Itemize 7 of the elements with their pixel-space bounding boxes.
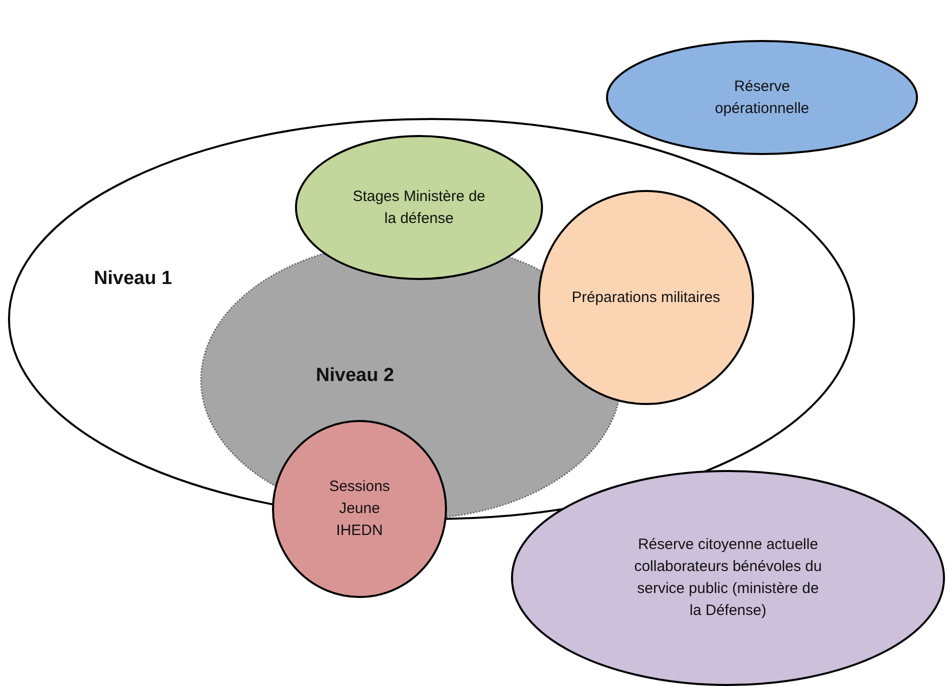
level-label: Niveau 1	[92, 268, 174, 290]
level-label: Niveau 2	[314, 365, 396, 387]
ellipse-label: Sessions Jeune IHEDN	[328, 477, 391, 541]
ellipse-label: Réserve citoyenne actuelle collaborateurs bénévoles du service public (ministère de la Défense)	[633, 535, 823, 621]
ellipse-label: Réserve opérationnelle	[714, 76, 810, 118]
ellipse-label: Préparations militaires	[571, 288, 721, 308]
ellipse-label: Stages Ministère de la défense	[352, 186, 486, 228]
